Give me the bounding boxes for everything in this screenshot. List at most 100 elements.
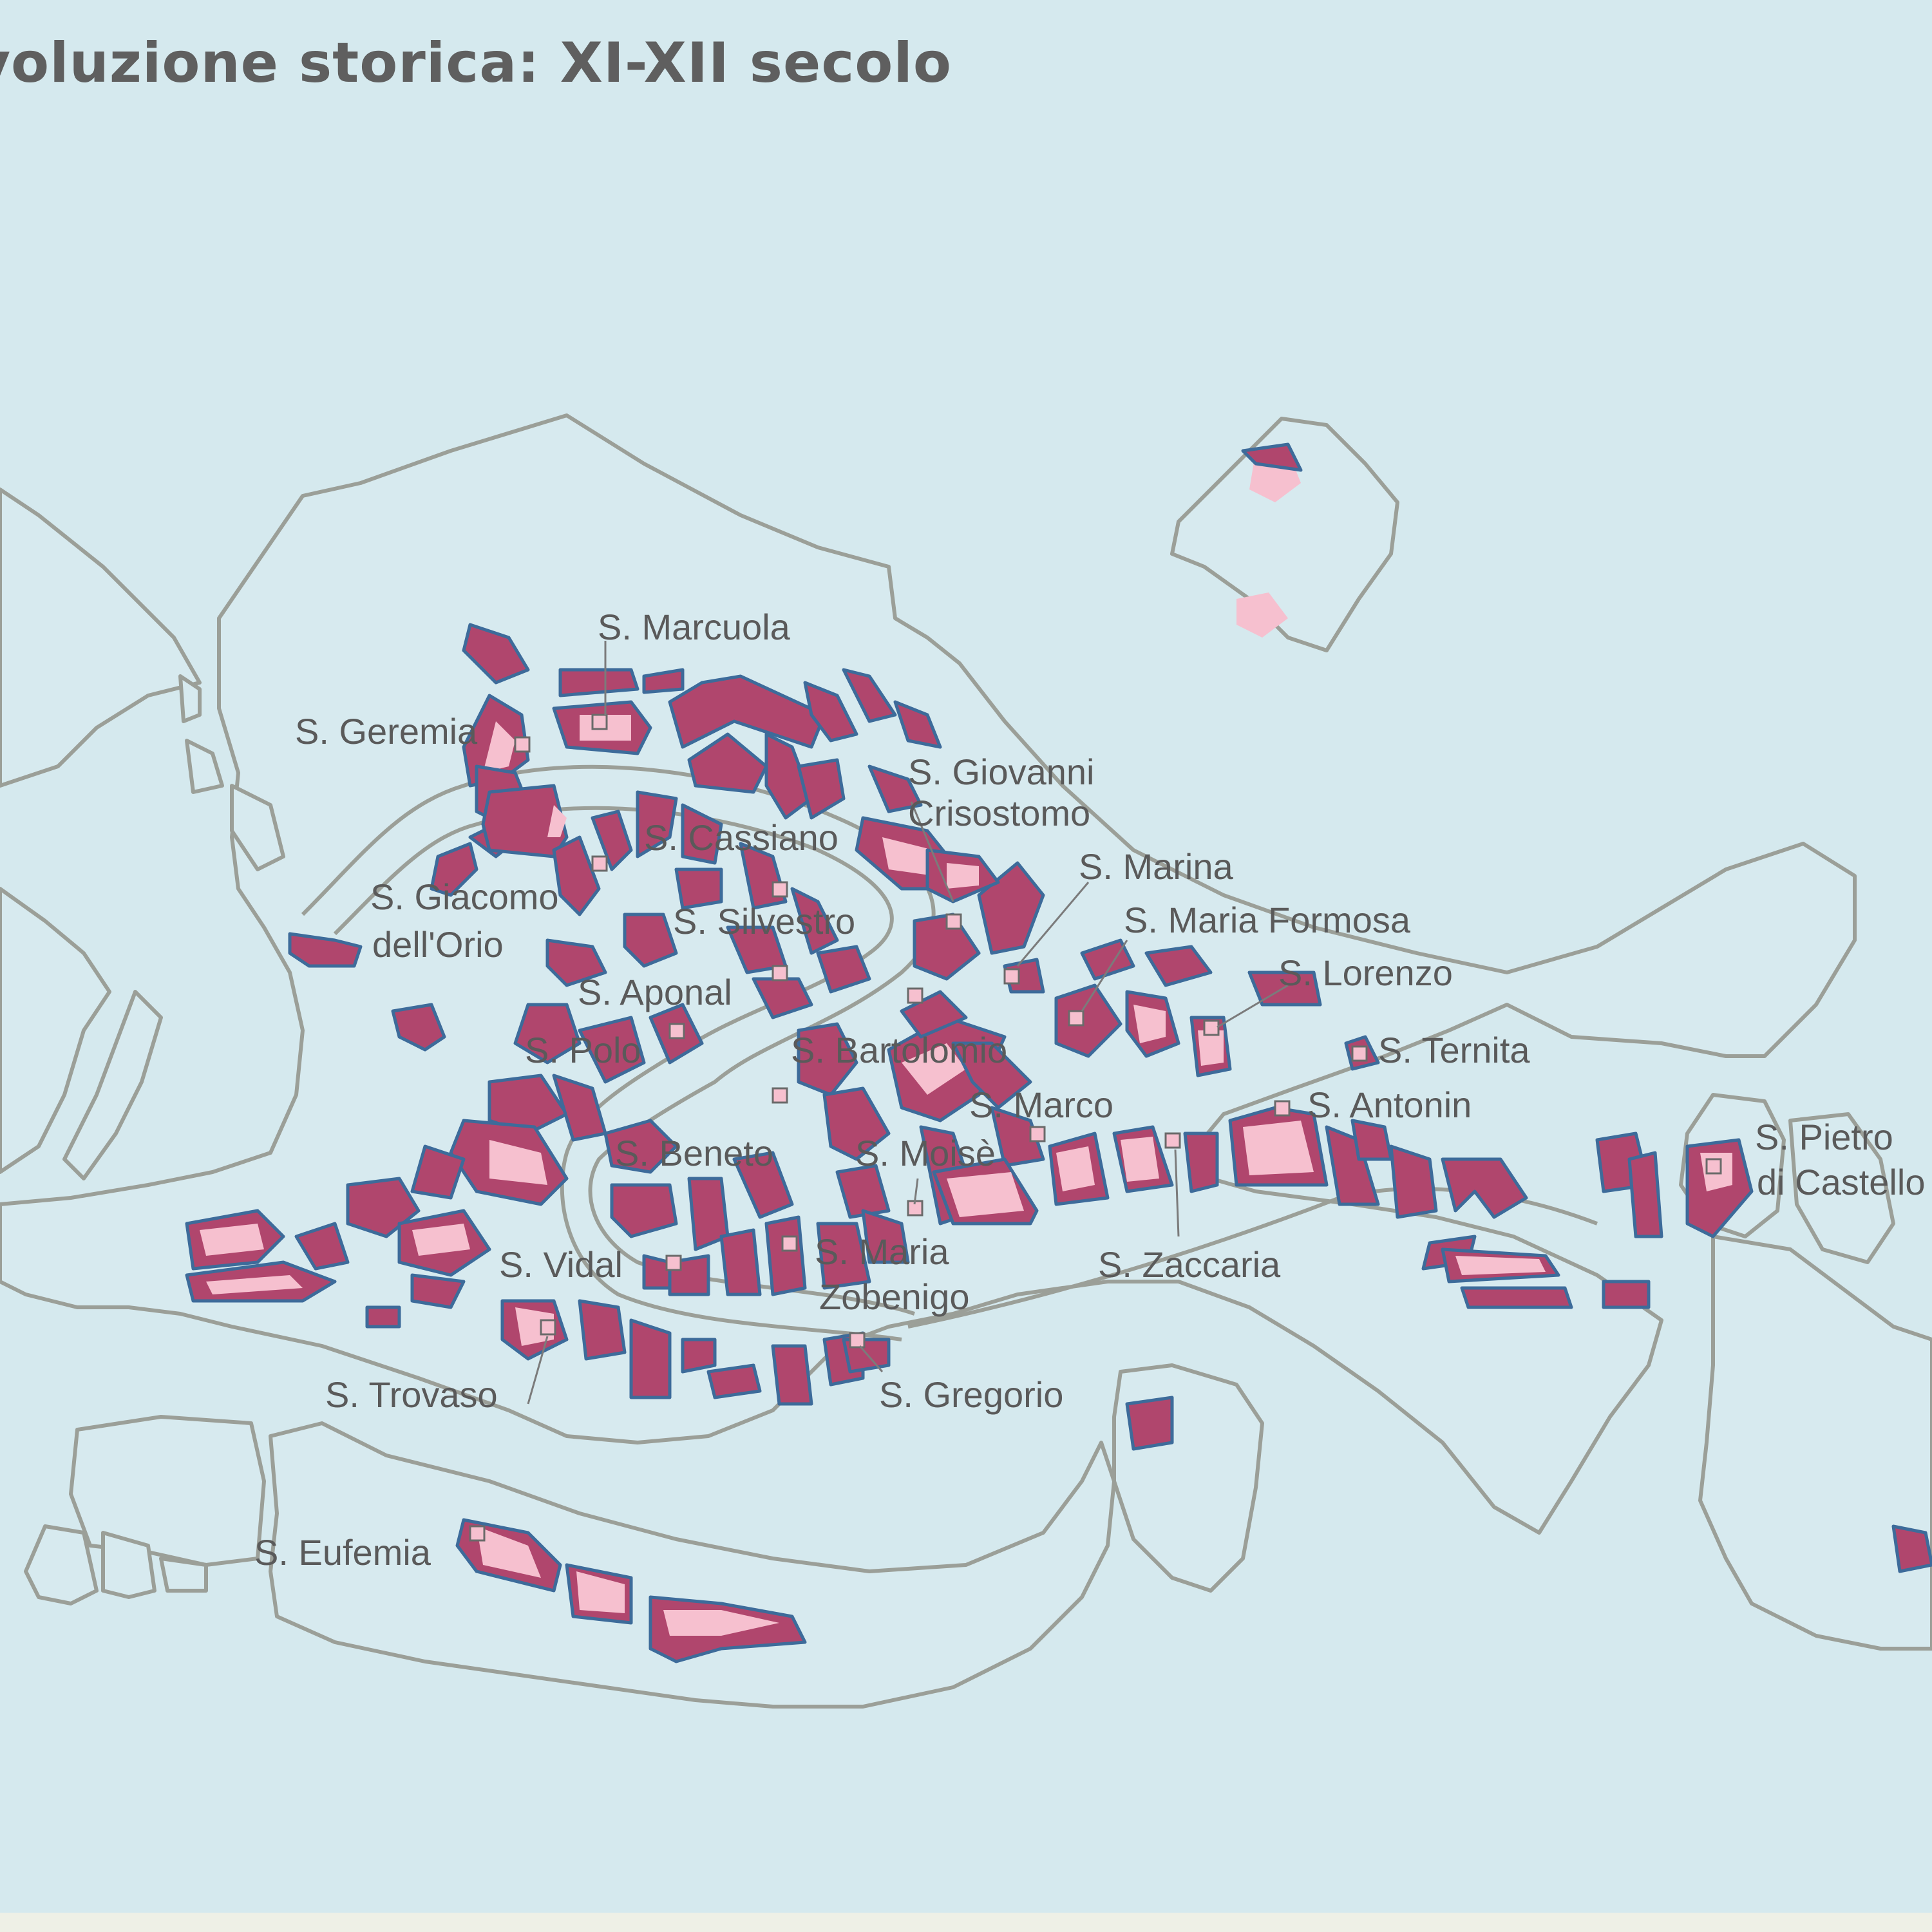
label-polo: S. Polo [525, 1030, 641, 1070]
block [1627, 1151, 1663, 1238]
map-title: voluzione storica: XI-XII secolo [0, 31, 952, 95]
block [1125, 1396, 1174, 1451]
block [1241, 442, 1303, 472]
leader-line [1081, 940, 1128, 1012]
leader-line [910, 801, 954, 902]
label-maria-formosa: S. Maria Formosa [1124, 900, 1411, 940]
block-light [483, 721, 515, 773]
block [951, 1041, 1032, 1110]
block-light [515, 1307, 554, 1346]
block [681, 1338, 717, 1374]
block [797, 1022, 858, 1097]
block [558, 668, 639, 697]
leader-line [913, 1178, 919, 1205]
leader-line [527, 1336, 549, 1405]
block [990, 1106, 1045, 1168]
block [410, 1144, 466, 1200]
label-pietro-2: di Castello [1757, 1162, 1925, 1202]
leader-line [1217, 984, 1289, 1028]
block [706, 1363, 762, 1399]
block-light [882, 837, 934, 876]
block [1325, 1125, 1380, 1206]
block-light [1133, 1005, 1166, 1043]
block [430, 842, 478, 897]
block [462, 623, 530, 685]
block [842, 668, 897, 723]
label-trovaso: S. Trovaso [325, 1374, 498, 1415]
church-marker-formosa [1068, 1010, 1084, 1027]
church-marker-marco [1029, 1126, 1046, 1142]
block-light [1056, 1146, 1095, 1191]
label-cassiano: S. Cassiano [644, 817, 838, 858]
leader-lines [527, 641, 1289, 1405]
label-moise: S. Moisè [855, 1133, 996, 1173]
block [681, 803, 723, 865]
west-edge-1-outline [0, 488, 202, 788]
label-zaccaria: S. Zaccaria [1098, 1244, 1281, 1285]
label-vidal: S. Vidal [499, 1244, 623, 1285]
paper-edge [0, 1913, 1932, 1932]
label-gregorio: S. Gregorio [879, 1374, 1063, 1415]
block [410, 1273, 466, 1309]
block [636, 790, 678, 858]
church-marker-geremia [514, 736, 531, 753]
church-marker-pietro [1705, 1158, 1722, 1175]
church-marker-eufemia [469, 1525, 486, 1542]
giudecca-west-outline [69, 1415, 266, 1567]
block [977, 861, 1045, 955]
block [1054, 983, 1122, 1058]
san-giorgio-outline [1112, 1363, 1264, 1593]
block [764, 732, 813, 820]
church-marker-lorenzo [1203, 1019, 1220, 1036]
block [1891, 1524, 1932, 1573]
leader-line [1174, 1149, 1180, 1237]
church-markers [469, 714, 1722, 1542]
west-edge-3-outline [62, 990, 163, 1180]
label-bartolomio: S. Bartolomio [791, 1030, 1007, 1070]
block [391, 1003, 446, 1052]
label-ternita: S. Ternita [1378, 1030, 1530, 1070]
block-light [1455, 1256, 1546, 1275]
block [668, 674, 826, 749]
label-giacomo-1: S. Giacomo [370, 876, 559, 917]
block [861, 1209, 910, 1264]
church-marker-antonin [1274, 1100, 1291, 1117]
block-light [1121, 1137, 1159, 1182]
settlement-blocks [185, 442, 1932, 1663]
block [816, 945, 871, 994]
block-light [200, 1224, 264, 1256]
islet-w2-outline [185, 739, 224, 794]
main-island-outline [0, 413, 1857, 1535]
block [797, 758, 846, 820]
block [623, 913, 678, 968]
church-marker-bartolomio [907, 987, 923, 1004]
label-maria-zob-1: S. Maria [815, 1231, 949, 1272]
block [771, 1344, 813, 1406]
label-marcuola: S. Marcuola [598, 607, 791, 647]
block [1441, 1157, 1528, 1219]
label-beneto: S. Beneto [615, 1133, 773, 1173]
label-giovanni-1: S. Giovanni [908, 752, 1095, 792]
block-light [477, 1526, 541, 1578]
block [552, 835, 601, 916]
block [674, 867, 723, 910]
church-marker-silvestro [772, 965, 788, 981]
label-eufemia: S. Eufemia [254, 1532, 431, 1573]
islet-w3-outline [230, 784, 285, 871]
block-light [1236, 592, 1288, 638]
label-lorenzo: S. Lorenzo [1278, 952, 1453, 993]
block [1460, 1286, 1573, 1309]
block [603, 1119, 678, 1174]
church-marker-trovaso [540, 1319, 556, 1336]
label-geremia: S. Geremia [295, 711, 478, 752]
church-marker-giacomo [591, 855, 608, 872]
leader-line [1016, 882, 1090, 967]
church-marker-zobenigo [781, 1235, 798, 1252]
block [867, 764, 923, 813]
block [610, 1183, 678, 1238]
block-light [547, 805, 567, 837]
block [488, 1074, 569, 1135]
east-island-outline [1698, 1235, 1932, 1651]
place-labels: S. Marcuola S. Geremia S. Giovanni Criso… [254, 607, 1925, 1573]
